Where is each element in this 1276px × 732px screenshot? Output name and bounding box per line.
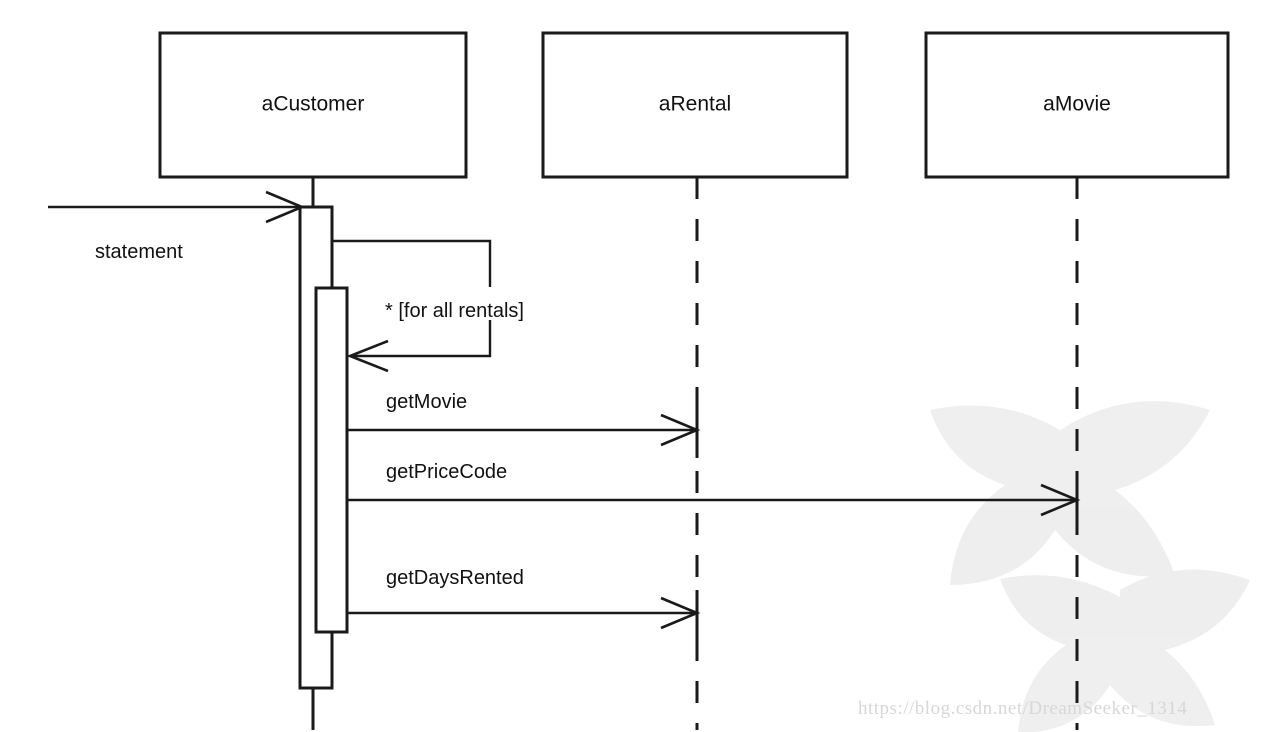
- participant-label-aCustomer: aCustomer: [262, 93, 365, 116]
- participant-aCustomer[interactable]: aCustomer: [158, 31, 468, 179]
- participant-aRental[interactable]: aRental: [541, 31, 849, 179]
- participant-box-aMovie[interactable]: [924, 31, 1230, 179]
- message-for-all-rentals-arrowhead: [346, 339, 389, 373]
- message-getDaysRented[interactable]: getDaysRented: [347, 567, 701, 630]
- watermark-url: https://blog.csdn.net/DreamSeeker_1314: [858, 698, 1187, 719]
- message-getPriceCode[interactable]: getPriceCode: [347, 461, 1081, 517]
- participant-label-aMovie: aMovie: [1043, 93, 1111, 116]
- message-getPriceCode-arrowhead: [1040, 483, 1081, 517]
- watermark-graphic: [930, 401, 1250, 732]
- message-statement[interactable]: statement: [48, 190, 306, 263]
- message-statement-label: statement: [95, 241, 183, 263]
- participant-aMovie[interactable]: aMovie: [924, 31, 1230, 179]
- message-getDaysRented-arrowhead: [660, 596, 701, 630]
- activation-bar-inner[interactable]: [314, 286, 349, 634]
- message-for-all-rentals-line: [332, 239, 492, 358]
- participant-label-aRental: aRental: [659, 93, 731, 116]
- message-statement-arrowhead: [265, 190, 306, 224]
- message-getMovie[interactable]: getMovie: [347, 391, 701, 447]
- message-getMovie-label: getMovie: [386, 391, 467, 413]
- message-getPriceCode-label: getPriceCode: [386, 461, 507, 483]
- participant-box-aRental[interactable]: [541, 31, 849, 179]
- message-getDaysRented-label: getDaysRented: [386, 567, 524, 589]
- participant-box-aCustomer[interactable]: [158, 31, 468, 179]
- message-getMovie-arrowhead: [660, 413, 701, 447]
- message-for-all-rentals-label: * [for all rentals]: [385, 300, 524, 322]
- message-for-all-rentals[interactable]: * [for all rentals]: [332, 239, 524, 373]
